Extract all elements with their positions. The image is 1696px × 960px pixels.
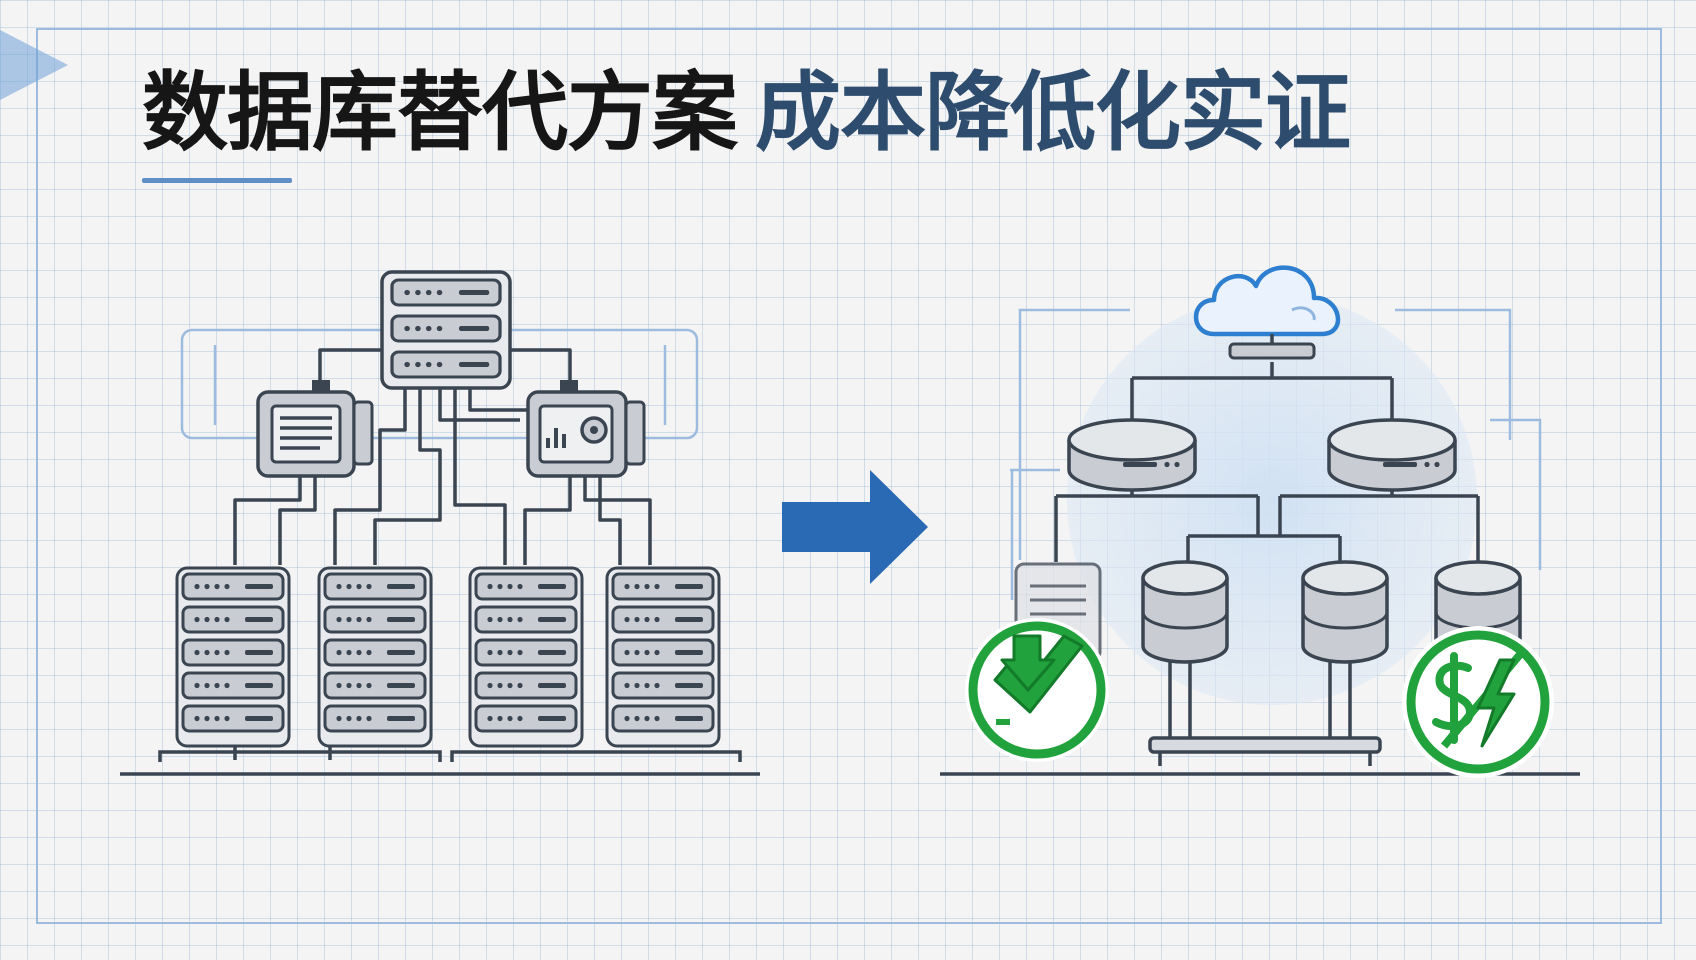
storage-rack-4 [607,568,719,746]
storage-rack-2 [319,568,431,746]
blueprint-frame [36,28,1662,924]
storage-node-left [1067,418,1197,492]
storage-rack-3 [470,568,582,746]
storage-rack-1 [177,568,289,746]
legacy-base-platform [120,750,760,776]
database-2 [1301,560,1389,664]
optimized-cluster [940,265,1580,778]
title-part-legacy: 数据库替代方案 [142,63,738,163]
optimized-outline-guides [1010,308,1542,600]
page-title: 数据库替代方案成本降低化实证 [142,58,1351,168]
corner-tab-mark [0,30,68,100]
dollar-lightning-badge-icon [1402,626,1554,778]
title-part-result: 成本降低化实证 [755,63,1351,163]
right-arrow-icon [782,470,928,584]
legacy-cluster [120,270,760,776]
legacy-wiring [233,348,652,760]
app-server-left [256,380,374,478]
cloud-icon [1193,265,1341,360]
title-underline [142,178,292,183]
database-1 [1141,560,1229,664]
check-down-arrow-badge-icon [965,618,1109,762]
primary-db-server [380,270,512,390]
app-server-right [526,380,646,478]
storage-node-right [1327,418,1457,492]
